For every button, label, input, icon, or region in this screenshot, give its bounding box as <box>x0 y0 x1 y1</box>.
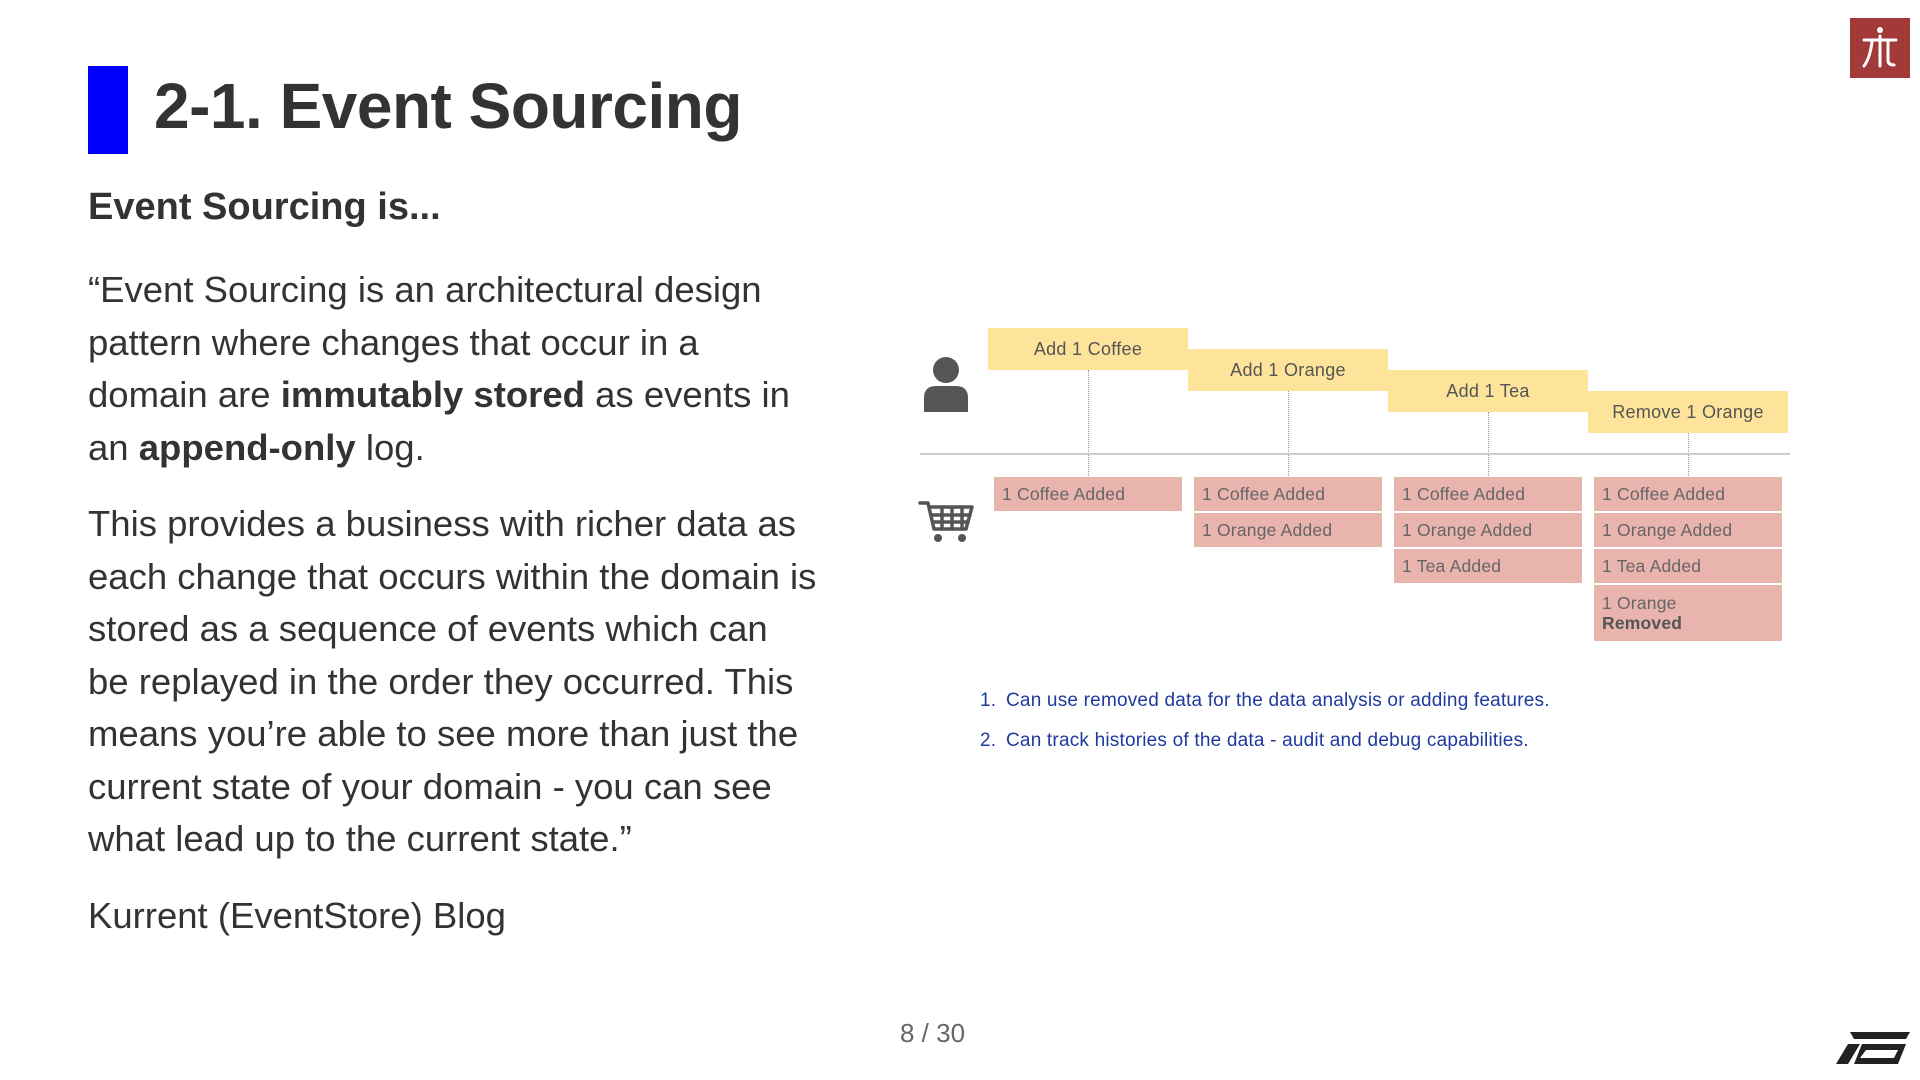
quote-text: “Event Sourcing is an architectural desi… <box>88 269 762 415</box>
connector-line <box>1688 433 1689 480</box>
event-item-removed: 1 Orange Removed <box>1594 585 1782 641</box>
quote-emphasis-immutably-stored: immutably stored <box>280 374 585 415</box>
quote-emphasis-append-only: append-only <box>138 426 356 468</box>
event-item: 1 Coffee Added <box>1194 477 1382 511</box>
event-item: 1 Orange Added <box>1394 513 1582 547</box>
note-number: 1. <box>980 690 997 711</box>
event-item: 1 Tea Added <box>1394 549 1582 583</box>
connector-line <box>1088 370 1089 480</box>
command-remove-orange: Remove 1 Orange <box>1588 391 1788 433</box>
quote-text: log. <box>355 426 425 468</box>
event-column-3: 1 Coffee Added 1 Orange Added 1 Tea Adde… <box>1394 477 1582 585</box>
quote-source: Kurrent (EventStore) Blog <box>88 894 506 936</box>
event-column-2: 1 Coffee Added 1 Orange Added <box>1194 477 1382 549</box>
note-item: 1. Can use removed data for the data ana… <box>980 690 1780 712</box>
note-text: Can track histories of the data - audit … <box>1006 730 1529 751</box>
command-add-tea: Add 1 Tea <box>1388 370 1588 412</box>
subheading: Event Sourcing is... <box>88 186 441 228</box>
event-column-4: 1 Coffee Added 1 Orange Added 1 Tea Adde… <box>1594 477 1782 643</box>
note-text: Can use removed data for the data analys… <box>1006 690 1550 711</box>
brand-logo-icon <box>1836 1032 1910 1064</box>
event-item-removed-label: Removed <box>1602 613 1683 633</box>
text-column: Event Sourcing is... “Event Sourcing is … <box>88 180 818 942</box>
event-item: 1 Coffee Added <box>994 477 1182 511</box>
quote-paragraph-2: This provides a business with richer dat… <box>88 503 817 859</box>
event-sourcing-diagram: Add 1 Coffee Add 1 Orange Add 1 Tea Remo… <box>910 320 1920 650</box>
quote-text: as events in an <box>88 374 790 468</box>
event-item: 1 Coffee Added <box>1594 477 1782 511</box>
page-number: 8 / 30 <box>900 1018 966 1048</box>
university-logo <box>1850 18 1910 78</box>
diagram-notes: 1. Can use removed data for the data ana… <box>980 690 1780 770</box>
event-item: 1 Coffee Added <box>1394 477 1582 511</box>
connector-line <box>1288 391 1289 480</box>
user-icon <box>924 357 968 412</box>
event-item: 1 Orange Added <box>1194 513 1382 547</box>
command-add-coffee: Add 1 Coffee <box>988 328 1188 370</box>
connector-line <box>1488 412 1489 480</box>
shopping-cart-icon <box>918 501 974 542</box>
note-number: 2. <box>980 730 997 751</box>
slide-title: 2-1. Event Sourcing <box>154 70 742 142</box>
command-add-orange: Add 1 Orange <box>1188 349 1388 391</box>
event-column-1: 1 Coffee Added <box>994 477 1182 513</box>
event-item: 1 Tea Added <box>1594 549 1782 583</box>
event-item-text: 1 Orange <box>1602 593 1677 613</box>
timeline-divider <box>920 453 1790 455</box>
note-item: 2. Can track histories of the data - aud… <box>980 730 1780 752</box>
logo-emblem-icon <box>1862 27 1898 68</box>
event-item: 1 Orange Added <box>1594 513 1782 547</box>
title-accent-bar <box>88 66 128 154</box>
quote-paragraph-1: “Event Sourcing is an architectural desi… <box>88 264 818 474</box>
